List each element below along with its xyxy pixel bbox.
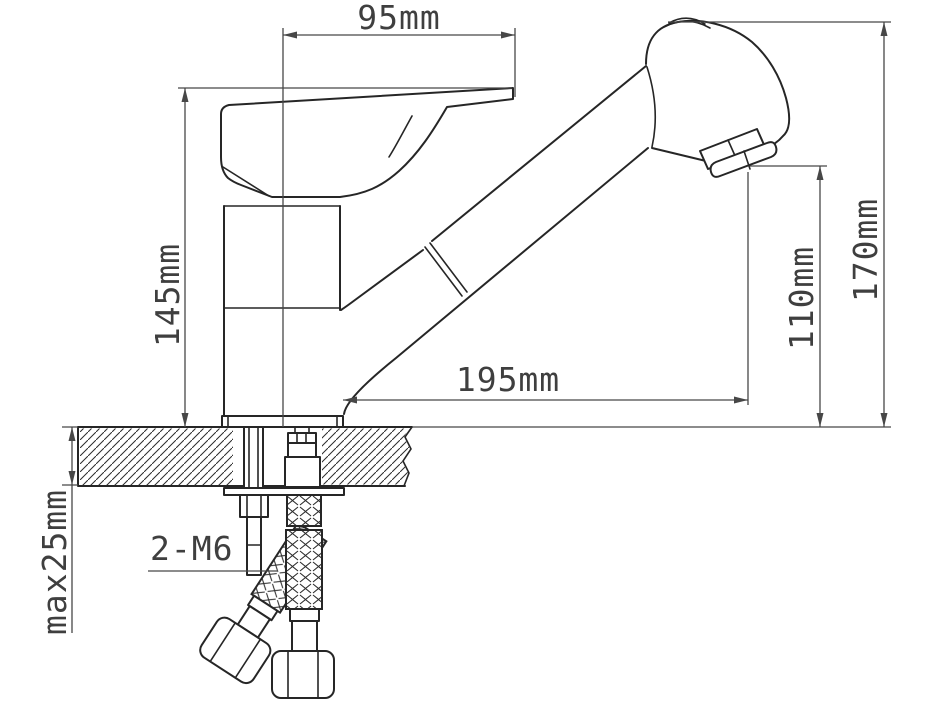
mounting-hardware [243,426,321,489]
dim-label-handle-length: 95mm [357,0,440,37]
arrow-up [880,22,888,36]
arrow-down [880,413,888,427]
wand-joint-lines [424,242,468,297]
spout-upper-edge-upper [431,65,647,242]
arrow-down [68,471,76,485]
dimension-195mm: 195mm [343,360,748,404]
arrow-right [734,396,748,404]
hose-fitting-top [287,432,317,444]
label-2-M6: 2-M6 [148,529,277,572]
hose-fitting-mid [287,442,317,458]
countertop-hatch-right [322,428,410,485]
lever-handle-outline [220,87,514,198]
vertical-hose-neck [291,620,318,652]
dimension-170mm: 170mm [846,22,888,427]
spout-lower-edge [343,147,649,415]
spray-head-dome [645,19,791,150]
arrow-down [816,413,824,427]
dimension-annotations: 95mm 145mm 170mm 110mm 195mm [35,0,891,635]
spray-head-underside [651,147,707,162]
dimension-145mm: 145mm [148,88,189,427]
stud-hex-facets [246,494,262,518]
label-mounting-studs: 2-M6 [150,529,233,568]
washer-and-stud [223,487,345,576]
dim-label-outlet-height: 110mm [782,246,821,350]
hose-fitting-body [284,456,321,488]
countertop-break-line [402,426,413,487]
vertical-hose-ferrule [289,608,320,622]
dim-label-height-to-handle: 145mm [148,243,187,347]
arrow-up [816,166,824,180]
mounting-shank-thread-lines [248,426,259,489]
angled-hose-nut-facets [209,622,261,678]
spout-upper-edge-lower [340,249,424,311]
lever-neck-inner-curve [388,115,413,158]
stud-rod [246,516,262,576]
aerator-tip-divider [743,150,751,170]
vertical-hose-braid-lower [285,529,323,610]
base-flange-lips [227,415,338,428]
arrow-left [283,31,297,39]
supply-hose-vertical [271,494,335,699]
angled-hose-nut [199,616,272,685]
lever-grip-crease [222,166,270,197]
dim-label-counter-thickness: max25mm [35,489,74,635]
dimension-95mm: 95mm [283,0,515,39]
dim-label-spout-reach: 195mm [456,360,560,399]
dim-label-total-height: 170mm [846,198,885,302]
vertical-hose-braid-upper [286,494,322,527]
arrow-up [181,88,189,102]
countertop-hatch-left [80,428,233,485]
arrow-down [181,413,189,427]
mounting-shank [243,426,264,489]
arrow-up [68,427,76,441]
aerator-tip [709,141,778,178]
arrow-right [501,31,515,39]
spray-head-top-button [663,17,711,29]
vertical-hose-nut [271,650,335,699]
vertical-hose-nut-facets [287,651,319,698]
hose-fitting-top-lines [296,432,307,444]
arrow-left [343,396,357,404]
dimension-max25mm: max25mm [35,427,76,635]
spray-head-collar-seam [646,66,656,148]
dimension-110mm: 110mm [782,166,824,427]
stud-hex-nut [239,494,269,518]
washer-plate [223,487,345,496]
ext-counter-thickness [62,426,78,486]
